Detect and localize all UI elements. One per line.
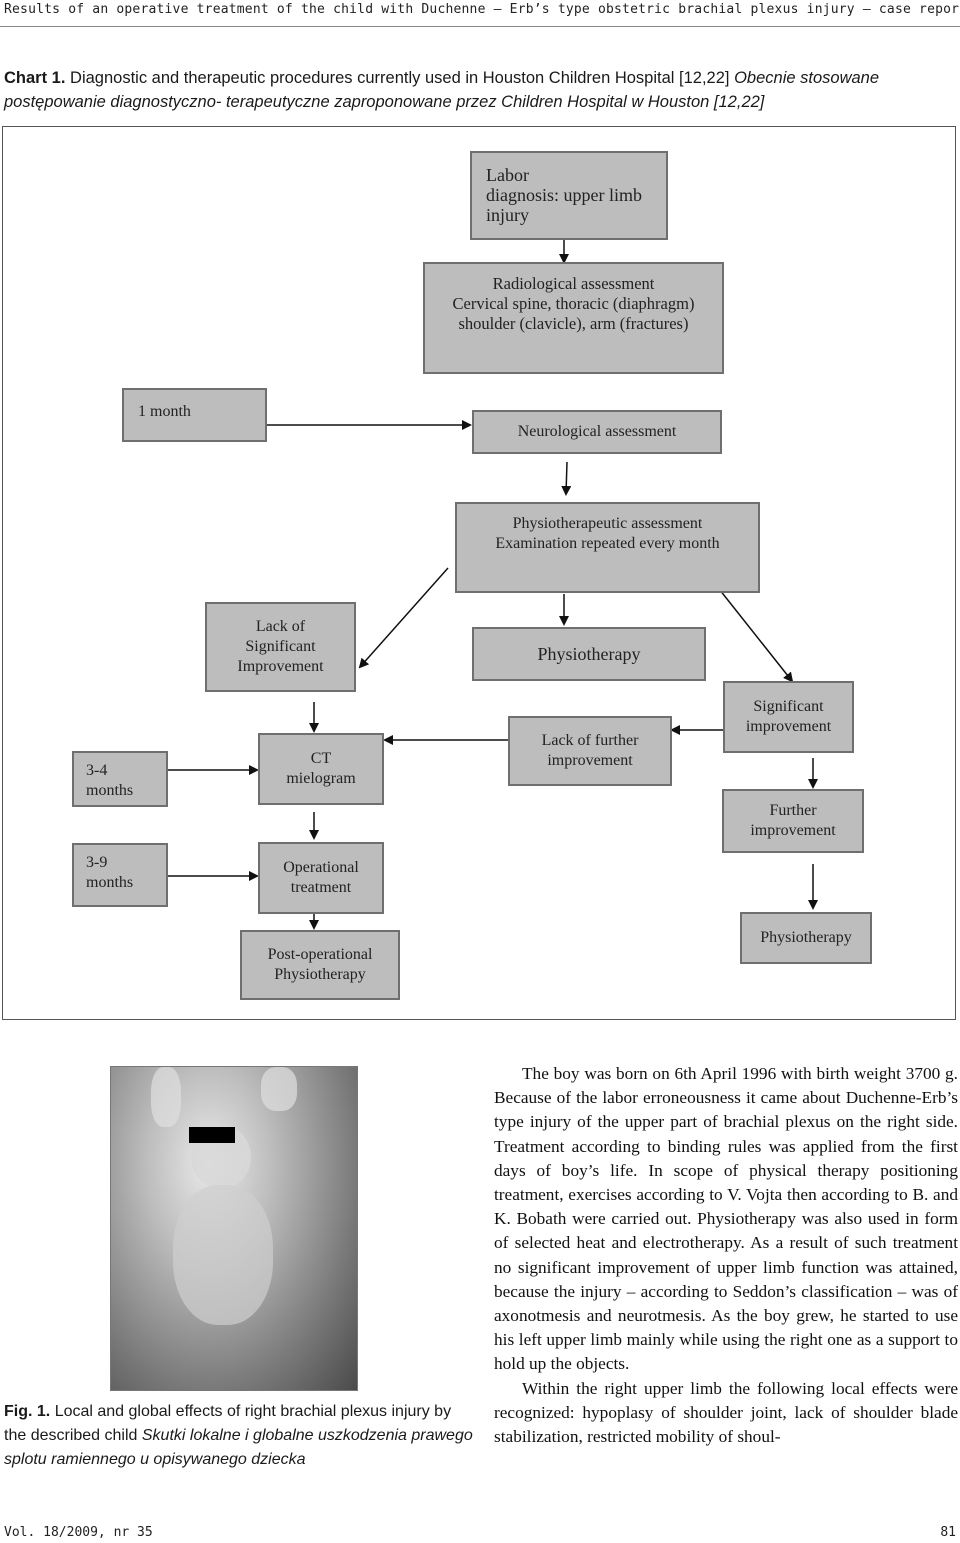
significant-improvement-box: Significant improvement xyxy=(723,681,854,753)
further-improvement-box: Further improvement xyxy=(722,789,864,853)
physio-assessment-box: Physiotherapeutic assessment Examination… xyxy=(455,502,760,593)
radiological-box: Radiological assessment Cervical spine, … xyxy=(423,262,724,374)
ct-mielogram-box: CT mielogram xyxy=(258,733,384,805)
arrow-assess-lack xyxy=(358,567,449,669)
body-text: The boy was born on 6th April 1996 with … xyxy=(494,1062,958,1449)
physiotherapy-center-box: Physiotherapy xyxy=(472,627,706,681)
body-paragraph-1: The boy was born on 6th April 1996 with … xyxy=(494,1064,958,1374)
arrow-neuro-physioassess xyxy=(561,461,572,496)
chart-caption: Chart 1. Diagnostic and therapeutic proc… xyxy=(4,66,956,114)
figure-caption-polish: Skutki lokalne i globalne uszkodzenia pr… xyxy=(4,1427,473,1468)
running-header: Results of an operative treatment of the… xyxy=(4,2,960,17)
one-month-box: 1 month xyxy=(122,388,267,442)
figure-caption-text: Local and global effects of right brachi… xyxy=(4,1403,452,1444)
figure-caption-label: Fig. 1. xyxy=(4,1403,51,1420)
footer-page-number: 81 xyxy=(940,1525,956,1540)
chart-caption-polish: Obecnie stosowane postępowanie diagnosty… xyxy=(4,69,880,111)
operational-treatment-box: Operational treatment xyxy=(258,842,384,914)
physiotherapy-right-box: Physiotherapy xyxy=(740,912,872,964)
neurological-box: Neurological assessment xyxy=(472,410,722,454)
lack-significant-box: Lack of Significant Improvement xyxy=(205,602,356,692)
postop-physiotherapy-box: Post-operational Physiotherapy xyxy=(240,930,400,1000)
child-photo xyxy=(110,1066,358,1391)
body-paragraph-2: Within the right upper limb the followin… xyxy=(494,1378,958,1447)
chart-caption-label: Chart 1. xyxy=(4,69,66,87)
privacy-bar xyxy=(189,1127,235,1143)
chart-caption-text: Diagnostic and therapeutic procedures cu… xyxy=(70,69,730,87)
figure-caption: Fig. 1. Local and global effects of righ… xyxy=(4,1400,474,1472)
header-divider xyxy=(0,26,960,27)
footer-volume: Vol. 18/2009, nr 35 xyxy=(4,1525,153,1540)
labor-box: Labor diagnosis: upper limb injury xyxy=(470,151,668,240)
months-3-4-box: 3-4 months xyxy=(72,751,168,807)
lack-further-box: Lack of further improvement xyxy=(508,716,672,786)
months-3-9-box: 3-9 months xyxy=(72,843,168,907)
